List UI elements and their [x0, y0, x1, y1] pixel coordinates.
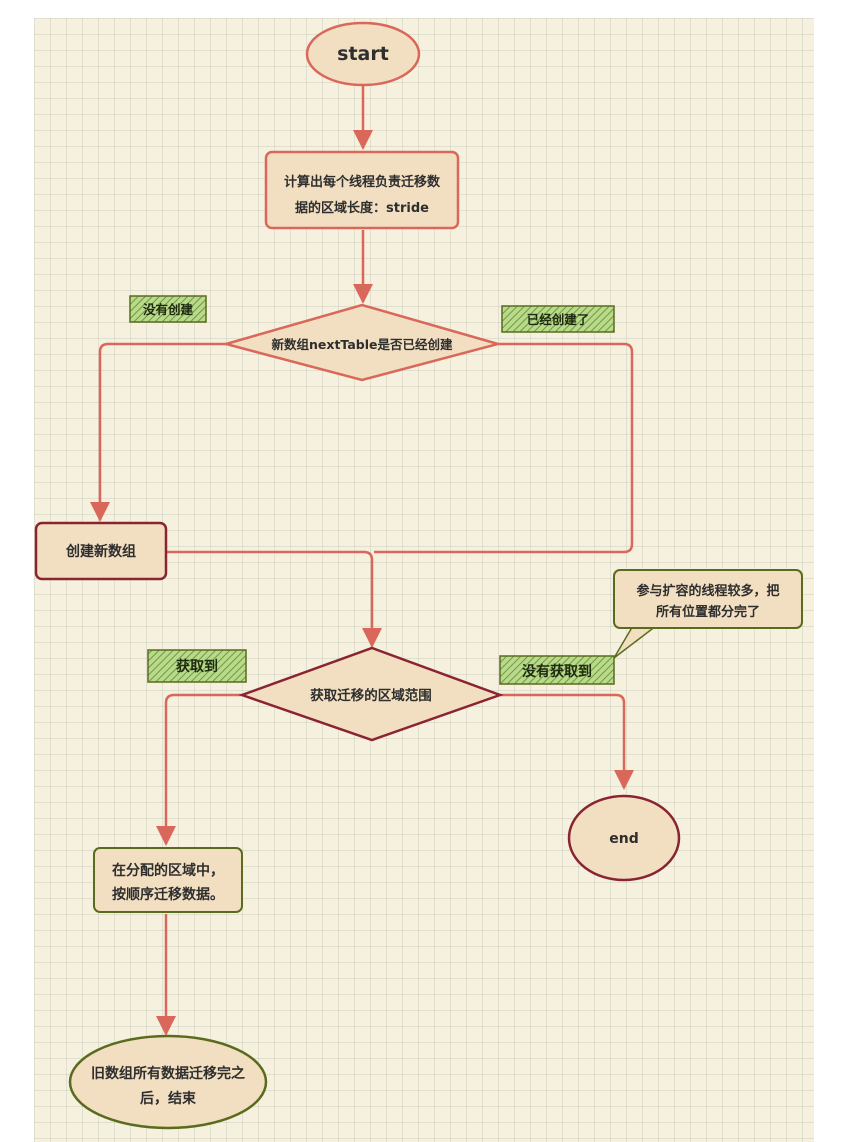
get-range-node: 获取迁移的区域范围	[238, 646, 504, 742]
tag-already-created: 已经创建了	[501, 305, 615, 333]
arrow-check-to-create	[90, 342, 226, 522]
finish-label-line2: 后，结束	[140, 1090, 197, 1107]
callout-line2: 所有位置都分完了	[656, 604, 760, 620]
end-label: end	[609, 831, 638, 847]
finish-node: 旧数组所有数据迁移完之 后，结束	[68, 1034, 268, 1130]
diagram-canvas: start 计算出每个线程负责迁移数 据的区域长度：stride 新数组next…	[34, 18, 814, 1142]
connectors	[90, 83, 634, 1036]
tag-already-created-label: 已经创建了	[527, 312, 590, 327]
migrate-data-node: 在分配的区域中， 按顺序迁移数据。	[93, 847, 243, 913]
tag-not-got-label: 没有获取到	[522, 663, 592, 680]
check-label: 新数组nextTable是否已经创建	[272, 337, 453, 352]
compute-label-line1: 计算出每个线程负责迁移数	[284, 174, 441, 190]
start-node: start	[305, 21, 421, 87]
tag-not-created: 没有创建	[129, 295, 207, 323]
check-next-table-node: 新数组nextTable是否已经创建	[221, 303, 503, 382]
start-label: start	[337, 43, 389, 65]
compute-stride-node: 计算出每个线程负责迁移数 据的区域长度：stride	[264, 150, 460, 230]
tag-not-created-label: 没有创建	[143, 302, 194, 317]
arrow-create-to-merge	[166, 550, 382, 648]
finish-label-line1: 旧数组所有数据迁移完之	[91, 1065, 245, 1082]
arrow-range-to-end	[500, 693, 634, 790]
callout-line1: 参与扩容的线程较多，把	[636, 583, 779, 599]
callout-note: 参与扩容的线程较多，把 所有位置都分完了	[613, 569, 803, 659]
migrate-label-line1: 在分配的区域中，	[112, 862, 224, 879]
tag-got-it: 获取到	[147, 649, 247, 683]
create-array-label: 创建新数组	[65, 543, 136, 560]
compute-label-line2: 据的区域长度：stride	[295, 200, 429, 216]
tag-not-got: 没有获取到	[499, 655, 615, 685]
get-range-label: 获取迁移的区域范围	[310, 687, 432, 704]
flowchart: start 计算出每个线程负责迁移数 据的区域长度：stride 新数组next…	[34, 21, 803, 1130]
migrate-label-line2: 按顺序迁移数据。	[112, 886, 224, 903]
tag-got-it-label: 获取到	[176, 658, 218, 675]
end-node: end	[567, 794, 681, 882]
create-array-node: 创建新数组	[34, 521, 168, 581]
arrow-check-yes-branch	[374, 342, 634, 554]
arrow-range-to-migrate	[156, 693, 242, 846]
